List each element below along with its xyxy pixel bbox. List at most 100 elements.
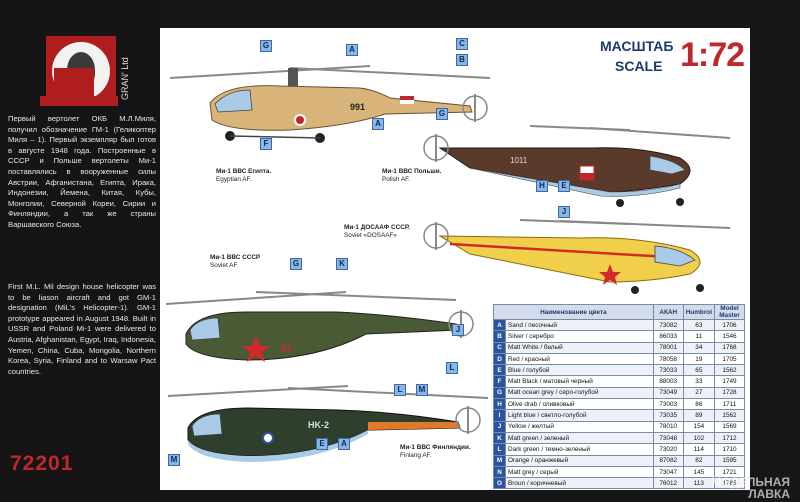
- colour-name: Matt green / зеленый: [505, 431, 654, 445]
- humbrol-code: 63: [682, 318, 716, 332]
- colour-letter: J: [493, 420, 506, 433]
- logo-brand-text: GRAN' Ltd: [120, 57, 130, 100]
- akan-code: 73033: [652, 364, 684, 377]
- akan-code: 88003: [652, 375, 684, 388]
- model-master-code: 1728: [714, 386, 745, 400]
- tag-l2: L: [394, 384, 406, 396]
- table-header-row: Наименование цвета АКАН Humbrol Model Ma…: [493, 304, 745, 320]
- model-master-code: 1711: [714, 398, 745, 411]
- tag-f: F: [260, 138, 272, 150]
- akan-code: 73003: [652, 398, 684, 411]
- caption-egyptian-ru: Ми-1 ВВС Египта.: [216, 168, 272, 175]
- logo-bar: [40, 96, 118, 106]
- soviet-serial: 57: [281, 344, 293, 355]
- caption-soviet-af-en: Soviet AF: [210, 262, 238, 269]
- painting-sheet: МАСШТАБ SCALE 1:72 991 Ми-1 ВВС Египта.E…: [160, 28, 750, 490]
- colour-name: Dark green / темно-зеленый: [505, 443, 654, 456]
- tag-a: A: [346, 44, 358, 56]
- colour-letter: D: [493, 352, 506, 366]
- colour-name: Matt grey / серый: [505, 465, 654, 479]
- helicopter-finnish: HK-2: [168, 385, 489, 462]
- humbrol-code: 89: [682, 409, 716, 422]
- tag-j2: J: [452, 324, 464, 336]
- akan-code: 73047: [652, 465, 684, 479]
- humbrol-code: 34: [682, 341, 716, 354]
- polish-serial: 1011: [510, 156, 528, 165]
- humbrol-code: 27: [682, 386, 716, 400]
- humbrol-code: 154: [682, 420, 716, 433]
- model-master-code: 1710: [714, 443, 745, 456]
- helicopter-soviet-af: 57: [166, 291, 474, 362]
- humbrol-code: 114: [682, 443, 716, 456]
- caption-dosaaf: Ми-1 ДОСААФ СССР.Soviet «DOSAAF»: [344, 224, 410, 240]
- colour-name: Orange / оранжевый: [505, 454, 654, 467]
- humbrol-code: 65: [682, 364, 716, 377]
- caption-polish-ru: Ми-1 ВВС Польши.: [382, 168, 442, 175]
- humbrol-code: 19: [682, 352, 716, 366]
- humbrol-code: 33: [682, 375, 716, 388]
- colour-name: Yellow / желтый: [505, 420, 654, 433]
- tag-h: H: [536, 180, 548, 192]
- humbrol-code: 145: [682, 465, 716, 479]
- akan-code: 87082: [652, 454, 684, 467]
- colour-letter: B: [493, 330, 506, 343]
- tag-k: K: [336, 258, 348, 270]
- tag-l: L: [446, 362, 458, 374]
- colour-letter: K: [493, 431, 506, 445]
- tag-g2: G: [290, 258, 302, 270]
- scale-label-ru: МАСШТАБ: [600, 38, 674, 54]
- helicopter-polish: 1011: [423, 125, 731, 207]
- akan-code: 73020: [652, 443, 684, 456]
- akan-code: 73049: [652, 386, 684, 400]
- akan-code: 78001: [652, 341, 684, 354]
- header-colour-name: Наименование цвета: [493, 304, 654, 320]
- header-akan: АКАН: [652, 304, 684, 320]
- caption-polish-en: Polish AF.: [382, 176, 411, 183]
- caption-finnish-ru: Ми-1 ВВС Финляндии.: [400, 444, 471, 451]
- tag-c: C: [456, 38, 468, 50]
- caption-finnish: Ми-1 ВВС Финляндии.Finlang AF.: [400, 444, 471, 460]
- tag-e2: E: [316, 438, 328, 450]
- kit-number: 72201: [10, 452, 74, 475]
- colour-letter: E: [493, 364, 506, 377]
- colour-letter: O: [493, 477, 506, 490]
- humbrol-code: 86: [682, 398, 716, 411]
- model-master-code: 1562: [714, 409, 745, 422]
- colour-name: Olive drab / оливковый: [505, 398, 654, 411]
- colour-letter: H: [493, 398, 506, 411]
- finnish-serial: HK-2: [308, 420, 329, 430]
- model-master-code: 1712: [714, 431, 745, 445]
- caption-egyptian-en: Egyptian AF.: [216, 176, 252, 183]
- egyptian-serial: 991: [350, 102, 365, 112]
- tag-e: E: [558, 180, 570, 192]
- watermark: МОДЕЛЬНАЯ ЛАВКА: [711, 476, 790, 500]
- caption-dosaaf-en: Soviet «DOSAAF»: [344, 232, 397, 239]
- watermark-line-2: ЛАВКА: [748, 487, 790, 501]
- colour-name: Sand / песочный: [505, 318, 654, 332]
- humbrol-code: 113: [682, 477, 716, 490]
- colour-letter: C: [493, 341, 506, 354]
- akan-code: 73035: [652, 409, 684, 422]
- tag-a3: A: [338, 438, 350, 450]
- colour-name: Matt White / белый: [505, 341, 654, 354]
- humbrol-code: 11: [682, 330, 716, 343]
- tag-j: J: [558, 206, 570, 218]
- header-humbrol: Humbrol: [682, 304, 716, 320]
- colour-name: Matt Black / матовый черный: [505, 375, 654, 388]
- tag-m2: M: [168, 454, 180, 466]
